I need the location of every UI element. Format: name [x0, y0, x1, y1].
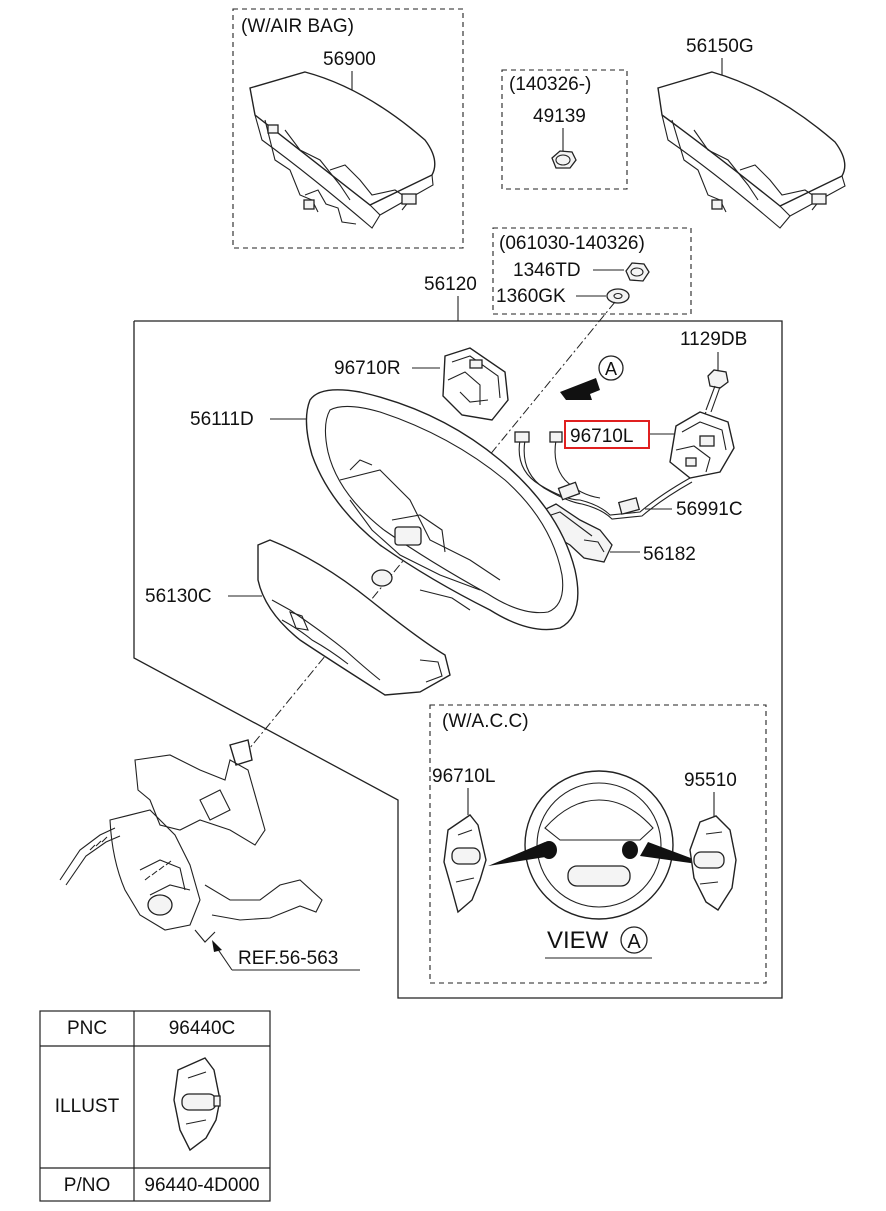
part-label-1346TD[interactable]: 1346TD	[513, 260, 581, 281]
nut-washer-group-box: (061030-140326) 1346TD 1360GK	[492, 227, 692, 315]
ref-label[interactable]: REF.56-563	[238, 948, 338, 969]
part-label-56991C[interactable]: 56991C	[676, 499, 743, 520]
acc-dashed-frame	[429, 704, 767, 984]
airbag-module-56900[interactable]	[249, 71, 436, 229]
steering-wheel-assembly-frame	[133, 320, 783, 999]
parts-table: PNC 96440C ILLUST P/NO 96440-4D000	[39, 1010, 271, 1202]
air-bag-note: (W/AIR BAG)	[241, 16, 354, 37]
table-key-pnc: PNC	[67, 1018, 107, 1039]
part-label-56182[interactable]: 56182	[643, 544, 696, 565]
date-note-061030-140326: (061030-140326)	[499, 233, 645, 254]
acc-left-switch[interactable]	[443, 814, 487, 914]
acc-note: (W/A.C.C)	[442, 711, 529, 732]
part-label-56150G[interactable]: 56150G	[686, 36, 754, 57]
view-marker-top: A	[605, 359, 617, 379]
acc-part-label-95510[interactable]: 95510	[684, 770, 737, 791]
table-key-illust: ILLUST	[55, 1096, 120, 1117]
nut-49139[interactable]	[551, 150, 577, 169]
switch-96710R[interactable]	[442, 347, 509, 421]
view-marker-bottom: A	[627, 931, 641, 953]
steering-column[interactable]	[59, 739, 323, 943]
view-a-direction-marker: A	[560, 355, 624, 400]
highlight-96710L	[564, 420, 650, 449]
table-outer	[39, 1010, 271, 1202]
part-label-96710R[interactable]: 96710R	[334, 358, 401, 379]
acc-part-label-96710L[interactable]: 96710L	[432, 766, 495, 787]
airbag-group-box: (W/AIR BAG) 56900	[232, 8, 464, 249]
wiring-harness-56991C[interactable]	[514, 431, 693, 520]
part-label-56900[interactable]: 56900	[323, 49, 376, 70]
view-marker-circle-top	[598, 355, 624, 381]
washer-1360GK[interactable]	[606, 288, 630, 304]
ref-arrowhead	[212, 940, 222, 952]
view-marker-circle-bottom	[620, 926, 648, 954]
nut-washer-dashed-frame	[492, 227, 692, 315]
lower-cover-56130C[interactable]	[257, 539, 451, 696]
table-key-pno: P/NO	[64, 1175, 110, 1196]
date-note-140326: (140326-)	[509, 74, 591, 95]
part-label-96710L[interactable]: 96710L	[570, 426, 633, 447]
view-direction-arrow	[560, 378, 600, 400]
part-label-1360GK[interactable]: 1360GK	[496, 286, 566, 307]
steering-wheel-56111D[interactable]	[305, 389, 579, 631]
part-label-56120[interactable]: 56120	[424, 274, 477, 295]
view-label: VIEW	[547, 927, 609, 954]
table-illustration-switch	[173, 1057, 221, 1152]
acc-right-switch[interactable]	[689, 815, 737, 911]
nut-dashed-frame	[501, 69, 628, 190]
table-value-pno: 96440-4D000	[144, 1175, 259, 1196]
part-label-56111D[interactable]: 56111D	[190, 409, 254, 430]
nut-1346TD[interactable]	[625, 262, 650, 282]
nut-group-box: (140326-) 49139	[501, 69, 628, 190]
part-label-49139[interactable]: 49139	[533, 106, 586, 127]
part-label-56130C[interactable]: 56130C	[145, 586, 212, 607]
table-value-pnc: 96440C	[169, 1018, 236, 1039]
screw-1129DB[interactable]	[705, 369, 729, 413]
horn-pad-56150G[interactable]	[657, 71, 846, 229]
switch-96710L[interactable]	[669, 411, 735, 479]
part-label-1129DB[interactable]: 1129DB	[680, 329, 747, 350]
acc-wheel-front-view	[488, 770, 712, 920]
